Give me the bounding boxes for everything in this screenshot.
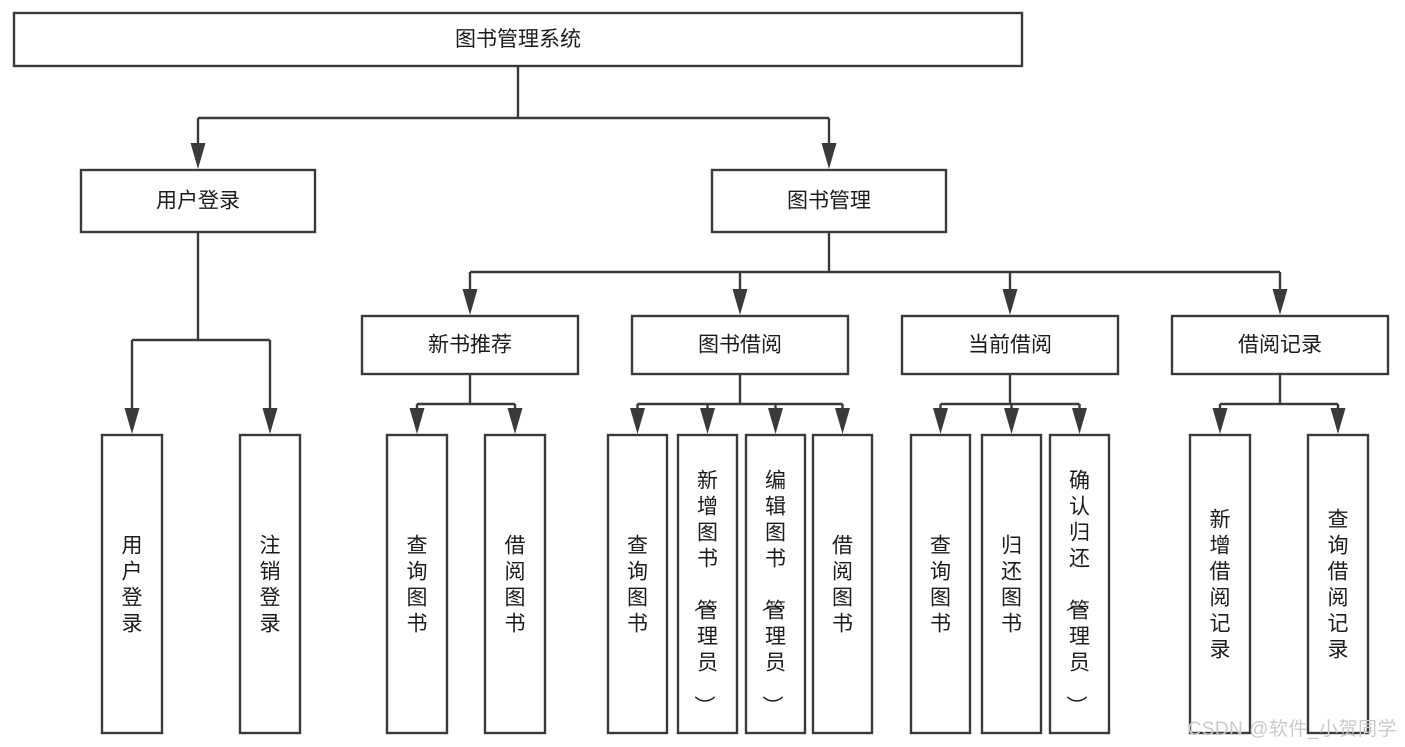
node-box[interactable] [12,11,1024,68]
edge-group [124,232,278,434]
node-leaf_0[interactable]: 用户登录 [100,433,164,735]
node-label: 用户登录 [122,534,143,635]
node-label: 查询图书 [627,534,648,635]
node-leaf_12[interactable]: 查询借阅记录 [1306,433,1370,735]
node-box[interactable] [676,433,739,735]
node-label: 借阅记录 [1238,334,1322,357]
node-l1_0[interactable]: 用户登录 [79,168,317,234]
node-box[interactable] [100,433,164,735]
node-root[interactable]: 图书管理系统 [12,11,1024,68]
node-label: 归还图书 [1001,534,1022,635]
node-box[interactable] [385,433,449,735]
node-box[interactable] [980,433,1043,735]
node-label: 借阅图书 [832,534,853,635]
node-l1_1[interactable]: 图书管理 [710,168,948,234]
node-label: 当前借阅 [968,334,1052,357]
node-label: 查询图书 [930,534,951,635]
node-label: 注销登录 [260,534,281,635]
node-leaf_11[interactable]: 新增借阅记录 [1188,433,1252,735]
node-label: 编辑图书（管理员） [760,469,786,716]
node-leaf_8[interactable]: 查询图书 [909,433,972,735]
node-box[interactable] [606,433,669,735]
node-l2_3[interactable]: 借阅记录 [1170,314,1390,376]
node-label: 新增图书（管理员） [692,469,718,716]
node-label: 图书管理 [787,190,871,213]
node-box[interactable] [360,314,580,376]
node-box[interactable] [1048,433,1111,735]
csdn-watermark: CSDN @软件_小贺同学 [1187,719,1397,740]
edge-group [409,374,523,434]
node-leaf_7[interactable]: 借阅图书 [811,433,874,735]
node-box[interactable] [1188,433,1252,735]
node-label: 查询图书 [407,534,428,635]
node-leaf_3[interactable]: 借阅图书 [483,433,547,735]
node-leaf_4[interactable]: 查询图书 [606,433,669,735]
edge-group [462,232,1288,315]
node-label: 图书管理系统 [455,28,581,51]
node-box[interactable] [710,168,948,234]
node-box[interactable] [238,433,302,735]
node-leaf_5[interactable]: 新增图书（管理员） [676,433,739,735]
node-label: 查询借阅记录 [1328,508,1349,661]
node-label: 图书借阅 [698,334,782,357]
node-box[interactable] [483,433,547,735]
node-leaf_10[interactable]: 确认归还（管理员） [1048,433,1111,735]
node-box[interactable] [811,433,874,735]
node-box[interactable] [1170,314,1390,376]
node-box[interactable] [744,433,807,735]
node-layer: 图书管理系统用户登录图书管理新书推荐图书借阅当前借阅借阅记录用户登录注销登录查询… [12,11,1390,735]
node-box[interactable] [900,314,1120,376]
edge-group [933,374,1087,434]
edge-group [1212,374,1346,434]
node-label: 确认归还（管理员） [1064,469,1090,716]
node-leaf_9[interactable]: 归还图书 [980,433,1043,735]
node-leaf_6[interactable]: 编辑图书（管理员） [744,433,807,735]
node-label: 新书推荐 [428,334,512,357]
node-box[interactable] [630,314,850,376]
node-box[interactable] [1306,433,1370,735]
node-l2_2[interactable]: 当前借阅 [900,314,1120,376]
node-l2_1[interactable]: 图书借阅 [630,314,850,376]
edge-layer [124,66,1346,434]
edge-group [630,374,850,434]
node-label: 借阅图书 [505,534,526,635]
node-leaf_2[interactable]: 查询图书 [385,433,449,735]
edge-group [190,66,837,169]
node-leaf_1[interactable]: 注销登录 [238,433,302,735]
node-label: 新增借阅记录 [1210,508,1231,661]
node-box[interactable] [909,433,972,735]
node-box[interactable] [79,168,317,234]
node-label: 用户登录 [156,190,240,213]
node-l2_0[interactable]: 新书推荐 [360,314,580,376]
